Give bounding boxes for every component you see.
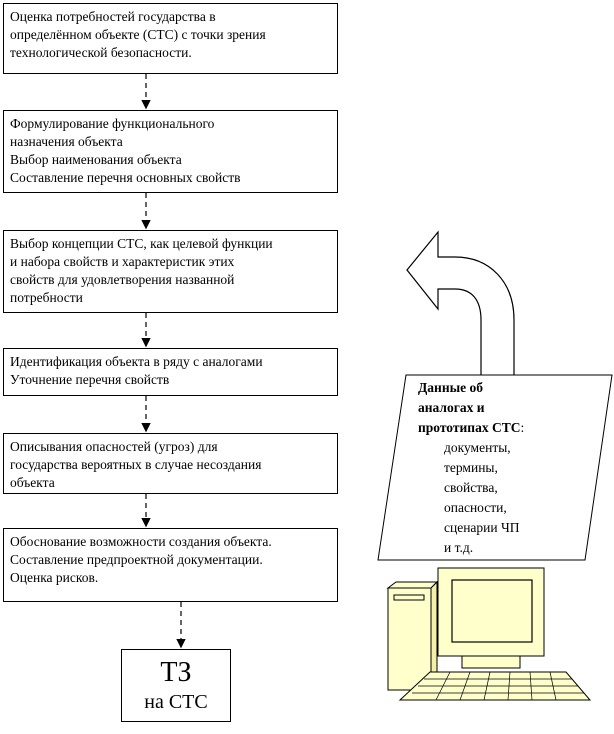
result-subtitle: на СТС: [144, 691, 208, 713]
data-item: свойства,: [444, 480, 498, 495]
step-3-line-4: потребности: [10, 290, 83, 305]
curved-arrow-icon: [406, 230, 515, 377]
data-item: термины,: [444, 460, 498, 475]
step-6-line-2: Составление предпроектной документации.: [10, 552, 263, 567]
step-4-box: Идентификация объекта в ряду с аналогами…: [3, 348, 338, 396]
result-box: ТЗ на СТС: [121, 649, 231, 722]
step-1-line-1: Оценка потребностей государства в: [10, 9, 216, 24]
step-2-line-4: Составление перечня основных свойств: [10, 170, 241, 185]
step-3-box: Выбор концепции СТС, как целевой функции…: [3, 230, 338, 313]
step-3-line-3: свойств для удовлетворения названной: [10, 272, 235, 287]
computer-icon: [386, 567, 592, 701]
data-heading-line-3-text: прототипах СТС: [418, 420, 521, 435]
data-heading-line-2: аналогах и: [418, 400, 485, 415]
step-6-line-1: Обоснование возможности создания объекта…: [10, 534, 272, 549]
step-5-line-1: Описывания опасностей (угроз) для: [10, 439, 218, 454]
step-1-box: Оценка потребностей государства в опреде…: [3, 3, 338, 74]
step-2-box: Формулирование функционального назначени…: [3, 110, 338, 193]
step-4-line-1: Идентификация объекта в ряду с аналогами: [10, 354, 263, 369]
result-title: ТЗ: [160, 657, 192, 688]
data-item: и т.д.: [444, 540, 474, 555]
step-4-line-2: Уточнение перечня свойств: [10, 372, 170, 387]
step-5-line-3: объекта: [10, 475, 55, 490]
step-1-line-2: определённом объекте (СТС) с точки зрени…: [10, 27, 266, 42]
step-2-line-3: Выбор наименования объекта: [10, 152, 182, 167]
data-heading-line-1: Данные об: [418, 380, 484, 395]
data-item: документы,: [444, 440, 511, 455]
data-heading-line-3: прототипах СТС:: [418, 418, 598, 438]
step-2-line-2: назначения объекта: [10, 134, 123, 149]
data-parallelogram: [377, 374, 613, 561]
data-heading-colon: :: [520, 420, 525, 435]
data-block-text: Данные об аналогах и прототипах СТС: док…: [418, 378, 598, 558]
step-5-box: Описывания опасностей (угроз) для госуда…: [3, 433, 338, 494]
step-6-box: Обоснование возможности создания объекта…: [3, 528, 338, 602]
step-3-line-2: и набора свойств и характеристик этих: [10, 254, 235, 269]
step-5-line-2: государства вероятных в случае несоздани…: [10, 457, 262, 472]
step-1-line-3: технологической безопасности.: [10, 45, 192, 60]
data-item: сценарии ЧП: [444, 520, 520, 535]
step-3-line-1: Выбор концепции СТС, как целевой функции: [10, 236, 273, 251]
step-6-line-3: Оценка рисков.: [10, 570, 99, 585]
step-2-line-1: Формулирование функционального: [10, 116, 215, 131]
data-item: опасности,: [444, 500, 507, 515]
